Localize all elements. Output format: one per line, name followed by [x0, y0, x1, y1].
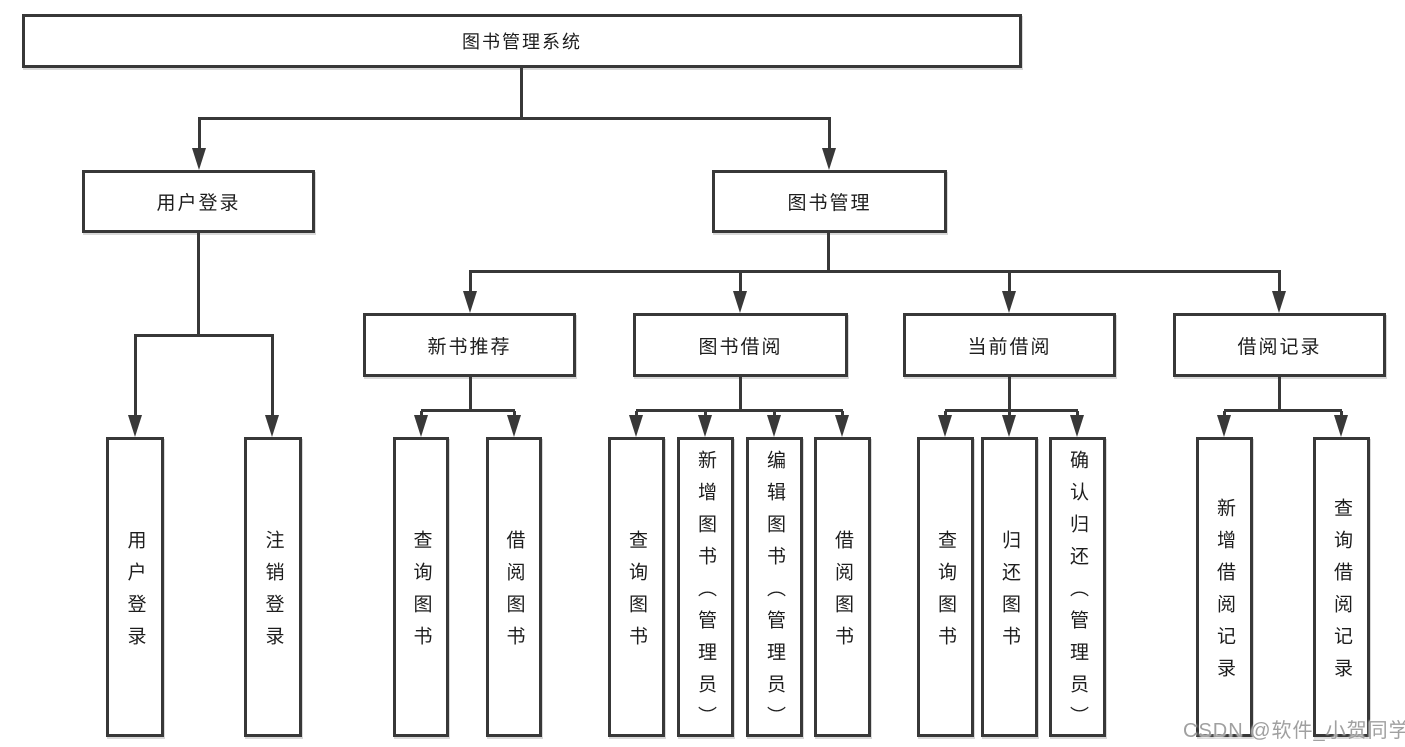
leaf-query-book-recommend-label: 查询图书	[410, 529, 432, 658]
edge-leaf	[420, 411, 423, 417]
node-new-book-recommend: 新书推荐	[363, 313, 576, 377]
arrowhead-borrow-records	[1272, 291, 1286, 313]
leaf-add-borrow-record: 新增借阅记录	[1196, 437, 1253, 737]
node-borrow-records: 借阅记录	[1173, 313, 1386, 377]
edge-leaf	[1340, 411, 1343, 417]
node-book-borrowing: 图书借阅	[633, 313, 848, 377]
edge-leaf	[1223, 411, 1226, 417]
leaf-return-book: 归还图书	[981, 437, 1038, 737]
arrowhead-leaf	[1217, 415, 1231, 437]
leaf-borrow-book-borrowing: 借阅图书	[814, 437, 871, 737]
edge-to-leaf-user-login	[134, 336, 137, 416]
edge-to-current-borrow	[1008, 272, 1011, 292]
arrowhead-leaf-logout	[265, 415, 279, 437]
leaf-query-book-recommend: 查询图书	[393, 437, 449, 737]
edge-level2-rail	[198, 117, 831, 120]
edge-book-borrow-stem	[739, 377, 742, 411]
leaf-add-borrow-record-label: 新增借阅记录	[1214, 497, 1235, 690]
node-root: 图书管理系统	[22, 14, 1022, 68]
edge-new-book-rail	[421, 409, 515, 412]
arrowhead-new-book	[463, 291, 477, 313]
leaf-confirm-return-admin: 确认归还（管理员）	[1049, 437, 1106, 738]
leaf-user-login-label: 用户登录	[124, 529, 146, 658]
edge-to-user-login	[198, 119, 201, 150]
node-user-login-label: 用户登录	[156, 193, 241, 214]
edge-book-borrow-rail	[636, 409, 843, 412]
edge-leaf	[1076, 411, 1079, 417]
leaf-logout-login-label: 注销登录	[262, 529, 284, 658]
node-book-management: 图书管理	[712, 170, 947, 233]
node-book-management-label: 图书管理	[787, 193, 872, 214]
edge-leaf	[944, 411, 947, 417]
arrowhead-leaf	[507, 415, 521, 437]
leaf-edit-book-admin: 编辑图书（管理员）	[746, 437, 803, 738]
arrowhead-leaf	[1070, 415, 1084, 437]
edge-to-new-book	[469, 272, 472, 292]
leaf-add-book-admin-label: 新增图书（管理员）	[695, 449, 716, 738]
edge-user-login-stem	[197, 233, 200, 336]
node-new-book-recommend-label: 新书推荐	[427, 336, 512, 358]
node-current-borrowing: 当前借阅	[903, 313, 1116, 377]
edge-leaf	[635, 411, 638, 417]
arrowhead-leaf	[1002, 415, 1016, 437]
node-user-login: 用户登录	[82, 170, 315, 233]
leaf-query-book-current: 查询图书	[917, 437, 974, 737]
edge-current-borrow-rail	[945, 409, 1078, 412]
edge-borrow-records-stem	[1278, 377, 1281, 411]
leaf-borrow-book-borrowing-label: 借阅图书	[832, 529, 853, 658]
edge-book-mgmt-stem	[827, 233, 830, 272]
edge-user-login-rail	[134, 334, 274, 337]
edge-borrow-records-rail	[1224, 409, 1342, 412]
csdn-watermark: CSDN @软件_小贺同学	[1183, 720, 1405, 742]
leaf-add-book-admin: 新增图书（管理员）	[677, 437, 734, 738]
node-borrow-records-label: 借阅记录	[1237, 336, 1322, 358]
leaf-user-login: 用户登录	[106, 437, 164, 737]
leaf-query-borrow-record: 查询借阅记录	[1313, 437, 1370, 737]
edge-leaf	[1008, 411, 1011, 417]
leaf-query-book-current-label: 查询图书	[935, 529, 956, 658]
arrowhead-book-mgmt	[822, 148, 836, 170]
edge-leaf	[841, 411, 844, 417]
leaf-logout-login: 注销登录	[244, 437, 302, 737]
arrowhead-leaf	[629, 415, 643, 437]
arrowhead-leaf	[414, 415, 428, 437]
arrowhead-leaf	[767, 415, 781, 437]
leaf-return-book-label: 归还图书	[999, 529, 1020, 658]
edge-level3-rail	[469, 270, 1281, 273]
edge-to-borrow-records	[1278, 272, 1281, 292]
edge-to-leaf-logout	[271, 336, 274, 416]
leaf-query-book-borrowing-label: 查询图书	[626, 529, 647, 658]
node-current-borrowing-label: 当前借阅	[967, 336, 1052, 358]
arrowhead-leaf	[1334, 415, 1348, 437]
edge-leaf	[704, 411, 707, 417]
edge-new-book-stem	[469, 377, 472, 411]
leaf-confirm-return-admin-label: 确认归还（管理员）	[1067, 449, 1088, 738]
edge-root-stem	[520, 68, 523, 118]
leaf-borrow-book-recommend-label: 借阅图书	[503, 529, 525, 658]
leaf-borrow-book-recommend: 借阅图书	[486, 437, 542, 737]
leaf-edit-book-admin-label: 编辑图书（管理员）	[764, 449, 785, 738]
leaf-query-borrow-record-label: 查询借阅记录	[1331, 497, 1352, 690]
arrowhead-leaf	[698, 415, 712, 437]
arrowhead-book-borrow	[733, 291, 747, 313]
edge-leaf	[773, 411, 776, 417]
leaf-query-book-borrowing: 查询图书	[608, 437, 665, 737]
arrowhead-leaf	[835, 415, 849, 437]
edge-leaf	[513, 411, 516, 417]
node-book-borrowing-label: 图书借阅	[698, 336, 783, 358]
edge-current-borrow-stem	[1008, 377, 1011, 411]
arrowhead-user-login	[192, 148, 206, 170]
arrowhead-current-borrow	[1002, 291, 1016, 313]
arrowhead-leaf	[938, 415, 952, 437]
node-root-label: 图书管理系统	[462, 32, 582, 52]
edge-to-book-borrow	[739, 272, 742, 292]
edge-to-book-mgmt	[828, 119, 831, 150]
arrowhead-leaf-user-login	[128, 415, 142, 437]
